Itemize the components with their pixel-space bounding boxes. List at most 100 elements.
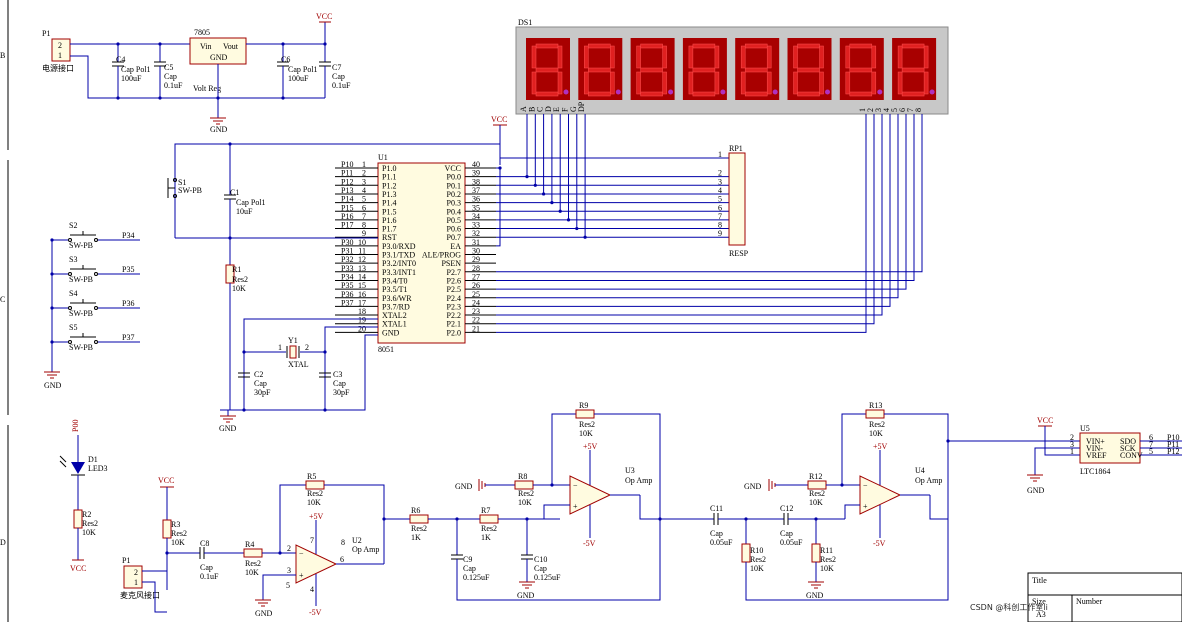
- button-net: P35: [122, 265, 134, 274]
- switch-contact: [94, 340, 98, 344]
- switch-contact: [68, 238, 72, 242]
- segment-C: [819, 71, 824, 95]
- rp1-pin-number: 8: [718, 221, 722, 230]
- u3-minus: −: [573, 481, 578, 490]
- junction: [575, 226, 579, 231]
- button-ref: S2: [69, 221, 77, 230]
- segment-E: [636, 71, 641, 95]
- digit-7: [839, 38, 884, 100]
- digit-6: [787, 38, 832, 100]
- mcu-pin-name: VCC: [445, 164, 461, 173]
- segment-G: [849, 67, 873, 73]
- junction: [525, 175, 529, 179]
- button-net: P36: [122, 299, 134, 308]
- segment-C: [557, 71, 563, 95]
- decimal-point: [720, 89, 726, 95]
- adc-vcc-label: VCC: [1037, 416, 1053, 425]
- sheet-border: B C D: [0, 0, 9, 622]
- digit-select-label-8: 8: [914, 108, 923, 112]
- r7-ref: R7: [481, 506, 490, 515]
- adc-pin-name: SDO: [1120, 437, 1136, 446]
- segment-E: [897, 71, 903, 95]
- mcu-pin-number: 8: [362, 221, 366, 230]
- u2-pin5: 5: [286, 581, 290, 590]
- u3-vpos: +5V: [583, 442, 598, 451]
- rp1-ref: RP1: [729, 144, 743, 153]
- mcu-pin-number: 30: [472, 247, 480, 256]
- mcu-part: 8051: [378, 345, 394, 354]
- rp1-pin-number: 3: [718, 177, 722, 186]
- mcu-body: [377, 162, 466, 344]
- mcu-pin-number: 10: [358, 238, 366, 247]
- filter1-gnd-label: GND: [517, 591, 535, 600]
- r3-value: 10K: [171, 538, 185, 547]
- segment-F: [688, 45, 694, 69]
- r7-type: Res2: [481, 524, 497, 533]
- adc-pin-number: 2: [1070, 433, 1074, 442]
- rp1-pin-number: 2: [718, 169, 722, 178]
- digit-2: [578, 38, 623, 100]
- segment-F: [845, 45, 851, 69]
- mcu-net-label: P10: [341, 160, 353, 169]
- segment-B: [819, 45, 824, 69]
- r12-value: 10K: [809, 498, 823, 507]
- c10-value: 0.125uF: [534, 573, 561, 582]
- c6-type: Cap Pol1: [288, 65, 318, 74]
- r12-resistor: [807, 480, 827, 490]
- regulator-gnd: GND: [210, 53, 228, 62]
- mcu-pin-name: P2.5: [447, 285, 461, 294]
- mcu-pin-number: 14: [358, 272, 366, 281]
- r9-type: Res2: [579, 420, 595, 429]
- adc-pin-name: SCK: [1120, 444, 1136, 453]
- wire: [496, 114, 907, 290]
- title-block-title: Title: [1032, 576, 1047, 585]
- segment-D: [849, 91, 873, 97]
- mcu-pin-number: 13: [358, 264, 366, 273]
- segment-label-D: D: [544, 106, 553, 112]
- adc-pin-name: CONV: [1120, 451, 1143, 460]
- segment-B: [871, 45, 877, 69]
- mcu-pin-number: 37: [472, 186, 480, 195]
- junction: [533, 183, 537, 187]
- adc-pin-number: 1: [1070, 447, 1074, 456]
- mcu-pin-name: P3.2/INT0: [382, 259, 416, 268]
- wire: [496, 114, 867, 333]
- c6-ref: C6: [281, 55, 290, 64]
- mcu-pin-number: 29: [472, 255, 480, 264]
- adc-pin-name: VIN-: [1086, 444, 1103, 453]
- junction: [50, 238, 54, 242]
- mcu-net-label: P17: [341, 221, 353, 230]
- r5-resistor: [305, 480, 325, 490]
- segment-G: [901, 67, 925, 73]
- r5-ref: R5: [307, 472, 316, 481]
- adc-pin-number: 6: [1149, 433, 1153, 442]
- power-supply-section: P1 2 1 电源接口 C4 Cap Pol1 100uF C5 Cap 0.1…: [42, 12, 351, 134]
- regulator-ref: 7805: [194, 28, 210, 37]
- segment-E: [845, 71, 851, 95]
- mcu-pin-name: P2.6: [447, 276, 461, 285]
- r9-ref: R9: [579, 401, 588, 410]
- segment-G: [692, 67, 716, 73]
- segment-C: [766, 71, 772, 95]
- crystal-circuit: Y1 1 2 XTAL C2 Cap 30pF C3 Cap 30pF GND: [219, 318, 378, 433]
- mcu-pin-name: P0.0: [447, 173, 461, 182]
- mcu-pin-name: P1.7: [382, 225, 396, 234]
- digit-select-label-7: 7: [906, 108, 915, 112]
- crystal-pin1: 1: [278, 343, 282, 352]
- mcu-pin-name: P0.5: [447, 216, 461, 225]
- c12-type: Cap: [780, 529, 793, 538]
- display-wiring: [496, 114, 923, 333]
- decimal-point: [772, 89, 778, 95]
- mcu-pin-number: 27: [472, 272, 480, 281]
- digit-select-label-3: 3: [874, 108, 883, 112]
- adc-pin-number: 7: [1149, 440, 1153, 449]
- u2-gnd-label: GND: [255, 609, 273, 618]
- mcu-pin-number: 35: [472, 203, 480, 212]
- s1-type: SW-PB: [178, 186, 202, 195]
- mcu-pin-number: 17: [358, 298, 366, 307]
- c4-type: Cap Pol1: [121, 65, 151, 74]
- r8-ref: R8: [518, 472, 527, 481]
- segment-label-DP: DP: [577, 101, 586, 112]
